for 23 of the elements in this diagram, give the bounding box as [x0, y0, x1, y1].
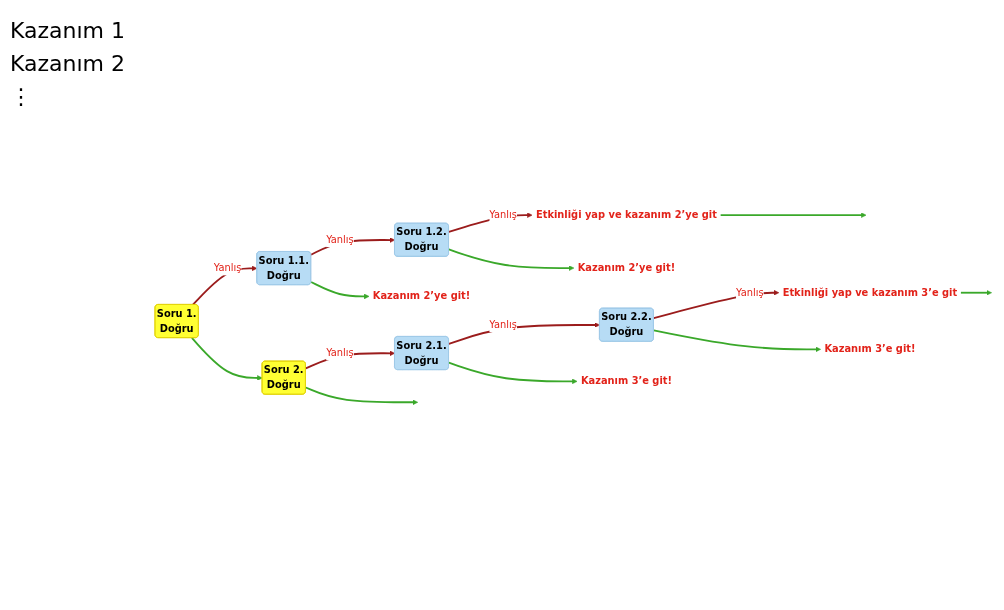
- edge-label: Yanlış: [489, 318, 517, 331]
- arrow: [447, 361, 578, 385]
- row-heading: Kazanım 1: [10, 18, 127, 43]
- row-heading: Kazanım 2: [10, 51, 127, 76]
- arrow: [190, 337, 263, 381]
- edge-label: Yanlış: [213, 261, 242, 274]
- node-text: Kazanım 2’ye git!: [577, 261, 676, 274]
- node-text: Kazanım 3’e git!: [580, 375, 672, 387]
- arrow: [447, 248, 575, 271]
- arrow: [652, 329, 821, 353]
- edge-label: Yanlış: [326, 346, 354, 359]
- edge-label: Yanlış: [326, 233, 354, 246]
- arrow: [719, 212, 867, 218]
- node-text: Etkinliği yap ve kazanım 3’e git: [782, 286, 958, 299]
- arrow: [310, 281, 370, 300]
- node-text: Etkinliği yap ve kazanım 2’ye git: [535, 208, 717, 221]
- node-text: Kazanım 2’ye git!: [372, 290, 471, 302]
- edge-label: Yanlış: [736, 286, 764, 299]
- arrow: [959, 290, 992, 296]
- node-text: Kazanım 3’e git!: [824, 343, 916, 355]
- edge-label: Yanlış: [489, 208, 517, 221]
- arrow: [304, 386, 419, 405]
- row-heading: ⋮: [10, 84, 33, 109]
